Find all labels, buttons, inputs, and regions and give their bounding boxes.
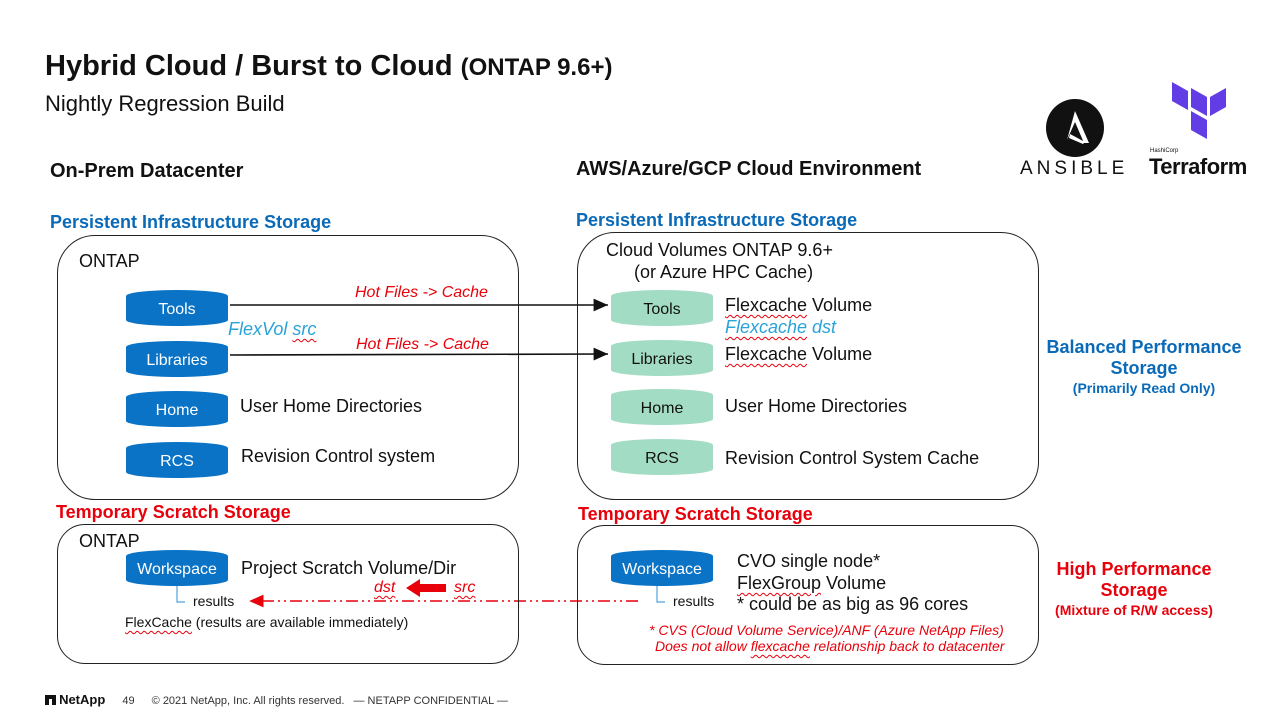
terraform-logo: HashiCorp Terraform [1148, 82, 1248, 182]
netapp-logo-icon [45, 695, 56, 705]
cvs-note-line1: * CVS (Cloud Volume Service)/ANF (Azure … [649, 622, 1004, 638]
ansible-logo: ANSIBLE [1018, 98, 1130, 182]
libraries-arrow-label: Hot Files -> Cache [356, 336, 489, 353]
cloud-volume-libraries: Libraries [610, 338, 714, 378]
onprem-scratch-ontap-label: ONTAP [79, 531, 140, 551]
footer-brand: NetApp [59, 692, 106, 707]
flexcache-note: FlexCache (results are available immedia… [125, 614, 409, 630]
title-main: Hybrid Cloud / Burst to Cloud [45, 50, 453, 82]
src-label: src [454, 579, 476, 596]
onprem-heading: On-Prem Datacenter [50, 160, 244, 182]
cloud-heading: AWS/Azure/GCP Cloud Environment [576, 158, 922, 180]
tools-arrow-label: Hot Files -> Cache [355, 284, 488, 301]
balanced-performance-label: Balanced Performance Storage (Primarily … [1046, 337, 1242, 396]
cloud-box-line2: (or Azure HPC Cache) [634, 262, 814, 282]
onprem-volume-home: Home [125, 389, 229, 429]
cloud-home-desc: User Home Directories [725, 396, 908, 416]
terraform-icon [1172, 82, 1226, 139]
cloud-tools-desc: Flexcache Volume [725, 295, 873, 315]
footer-copyright: © 2021 NetApp, Inc. All rights reserved. [151, 695, 345, 707]
cloud-volume-rcs: RCS [610, 437, 714, 477]
title-version: (ONTAP 9.6+) [460, 54, 613, 81]
dst-label: dst [374, 579, 396, 596]
cloud-workspace: Workspace [610, 548, 714, 588]
onprem-volume-tools: Tools [125, 288, 229, 328]
cloud-results: results [673, 593, 715, 609]
onprem-volume-rcs: RCS [125, 440, 229, 480]
cloud-volume-home: Home [610, 387, 714, 427]
cloud-persistent-heading: Persistent Infrastructure Storage [576, 210, 858, 230]
cvs-note-line2: Does not allow flexcache relationship ba… [655, 638, 1005, 654]
onprem-home-desc: User Home Directories [240, 396, 423, 416]
onprem-rcs-desc: Revision Control system [241, 446, 436, 466]
page-subtitle: Nightly Regression Build [45, 91, 285, 116]
cloud-volume-tools: Tools [610, 288, 714, 328]
onprem-persistent-box [57, 235, 519, 500]
ansible-icon [1046, 99, 1104, 157]
cloud-persistent-box [577, 232, 1039, 500]
ansible-wordmark: ANSIBLE [1020, 158, 1129, 179]
footer-page: 49 [122, 695, 135, 707]
onprem-workspace: Workspace [125, 548, 229, 588]
cloud-scratch-heading: Temporary Scratch Storage [578, 504, 813, 524]
onprem-results: results [193, 593, 235, 609]
cvo-line3: * could be as big as 96 cores [737, 594, 969, 614]
footer-confidential: — NETAPP CONFIDENTIAL — [353, 695, 508, 707]
onprem-persistent-heading: Persistent Infrastructure Storage [50, 212, 332, 232]
high-performance-label: High Performance Storage (Mixture of R/W… [1055, 559, 1213, 618]
flexvol-src-label: FlexVol src [228, 319, 317, 339]
onprem-ontap-label: ONTAP [79, 251, 140, 271]
page-title: Hybrid Cloud / Burst to Cloud (ONTAP 9.6… [45, 50, 612, 83]
cloud-libraries-desc: Flexcache Volume [725, 344, 873, 364]
terraform-wordmark: Terraform [1149, 154, 1247, 179]
cloud-box-line1: Cloud Volumes ONTAP 9.6+ [606, 240, 833, 260]
onprem-volume-libraries: Libraries [125, 339, 229, 379]
flexcache-dst-label: Flexcache dst [725, 317, 837, 337]
onprem-scratch-box [57, 524, 519, 664]
terraform-brand: HashiCorp [1150, 148, 1179, 154]
cloud-scratch-box [577, 525, 1039, 665]
onprem-scratch-heading: Temporary Scratch Storage [56, 502, 291, 522]
cvo-line1: CVO single node* [737, 551, 881, 571]
footer: NetApp 49 © 2021 NetApp, Inc. All rights… [45, 692, 508, 707]
cloud-rcs-desc: Revision Control System Cache [725, 448, 980, 468]
onprem-workspace-desc: Project Scratch Volume/Dir [241, 558, 457, 578]
cvo-line2: FlexGroup Volume [737, 573, 887, 593]
